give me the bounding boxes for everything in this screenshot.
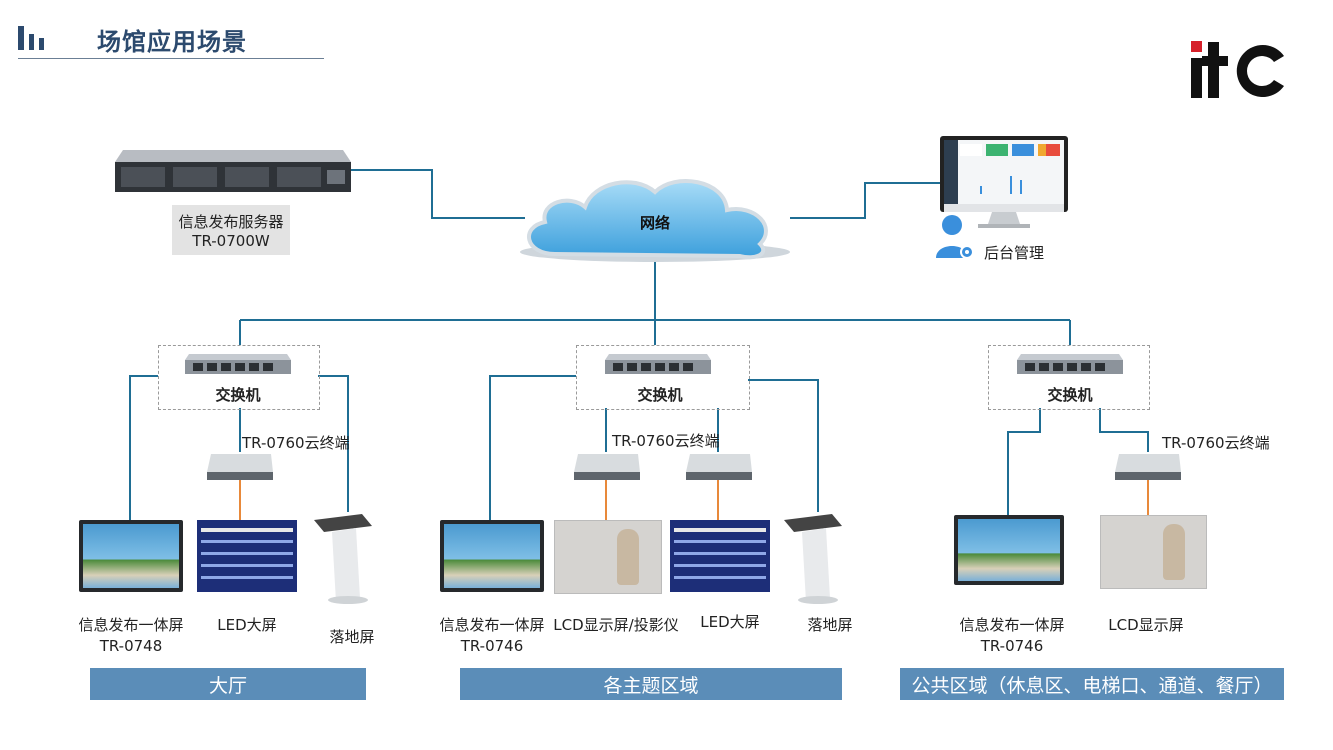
public-switch-group (988, 345, 1150, 410)
cloud-terminal-icon (207, 454, 273, 480)
cloud-terminal-icon (686, 454, 752, 480)
page-title: 场馆应用场景 (97, 28, 247, 56)
public-zone-bar: 公共区域（休息区、电梯口、通道、餐厅） (900, 668, 1284, 700)
theme-lcd-projector (554, 520, 662, 594)
admin-user-icon (936, 215, 974, 259)
hall-floor-label: 落地屏 (329, 628, 375, 646)
hall-display-name: 信息发布一体屏 (78, 616, 184, 634)
server-label-box (172, 205, 290, 255)
bar-chart-icon (18, 26, 44, 50)
public-display-model: TR-0746 (980, 637, 1044, 655)
server-model: TR-0700W (192, 232, 270, 250)
public-zone-label: 公共区域（休息区、电梯口、通道、餐厅） (911, 674, 1273, 697)
public-display-name: 信息发布一体屏 (959, 616, 1065, 634)
hall-led-screen (197, 520, 297, 592)
hall-display-model: TR-0748 (99, 637, 163, 655)
hall-switch-group (158, 345, 320, 410)
hall-zone-label: 大厅 (208, 674, 247, 697)
theme-led-label: LED大屏 (700, 613, 760, 631)
theme-zone-bar: 各主题区域 (460, 668, 842, 700)
theme-switch-group (576, 345, 750, 410)
admin-label: 后台管理 (984, 244, 1045, 262)
theme-info-display (440, 520, 544, 592)
hall-switch-label: 交换机 (215, 386, 261, 404)
theme-terminal-label: TR-0760云终端 (612, 432, 720, 450)
itc-logo (1188, 38, 1288, 110)
server-name: 信息发布服务器 (178, 213, 284, 231)
public-lcd-label: LCD显示屏 (1108, 616, 1184, 634)
public-switch-label: 交换机 (1047, 386, 1093, 404)
cloud-terminal-icon (574, 454, 640, 480)
theme-switch-label: 交换机 (637, 386, 683, 404)
public-lcd-screen (1100, 515, 1207, 589)
theme-lcd-label: LCD显示屏/投影仪 (553, 616, 679, 634)
kiosk-icon (784, 514, 842, 604)
theme-floor-label: 落地屏 (807, 616, 853, 634)
switch-icon (605, 354, 711, 374)
cloud-icon (520, 179, 790, 262)
public-info-display (954, 515, 1064, 585)
hall-info-display (79, 520, 183, 592)
public-terminal-label: TR-0760云终端 (1162, 434, 1270, 452)
hall-led-label: LED大屏 (217, 616, 277, 634)
theme-display-name: 信息发布一体屏 (439, 616, 545, 634)
cloud-label: 网络 (639, 214, 670, 232)
title-underline (18, 58, 324, 59)
admin-monitor-icon (940, 136, 1068, 228)
cloud-terminal-icon (1115, 454, 1181, 480)
theme-zone-label: 各主题区域 (603, 674, 699, 697)
hall-terminal-label: TR-0760云终端 (242, 434, 350, 452)
kiosk-icon (314, 514, 372, 604)
switch-icon (1017, 354, 1123, 374)
hall-zone-bar: 大厅 (90, 668, 366, 700)
theme-display-model: TR-0746 (460, 637, 524, 655)
theme-led-screen (670, 520, 770, 592)
server-rack-icon (115, 150, 351, 192)
switch-icon (185, 354, 291, 374)
